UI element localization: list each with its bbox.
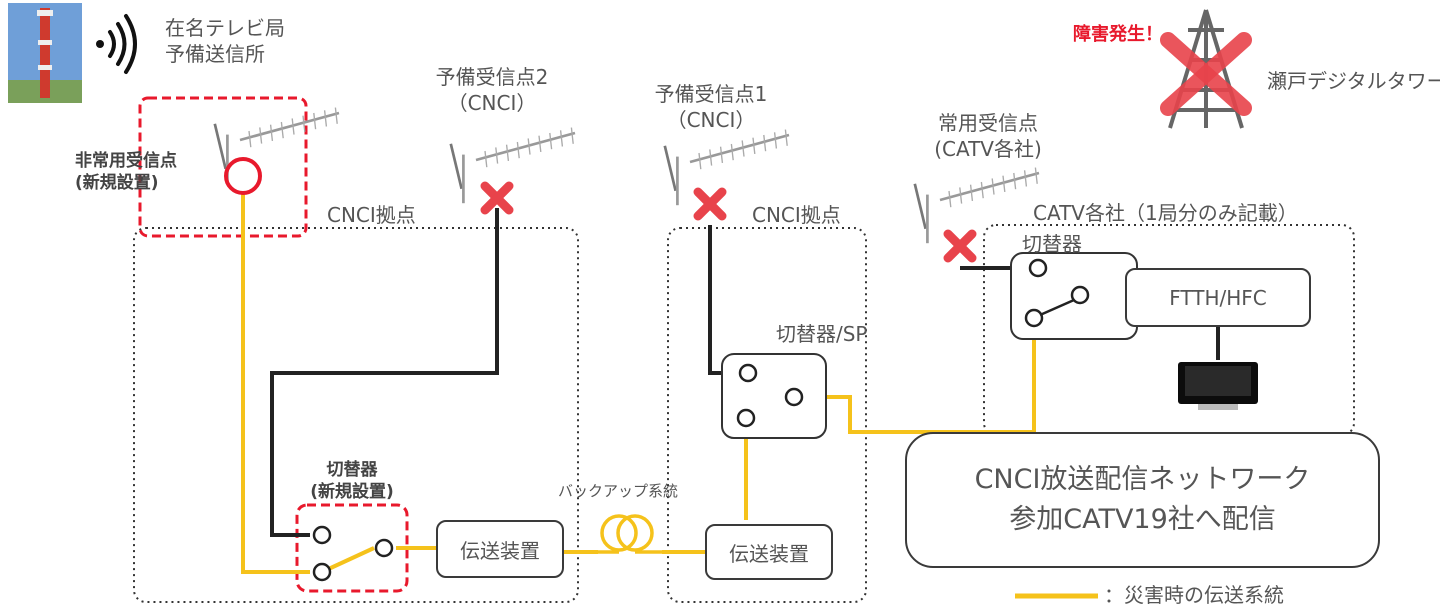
switch-sp-contacts xyxy=(736,363,804,428)
broadcast-signal-icon xyxy=(96,14,137,74)
regular-fail-mark xyxy=(948,234,972,258)
seto-fail-mark xyxy=(1160,32,1252,116)
switch-sp-box xyxy=(721,353,827,439)
transmit-device-left: 伝送装置 xyxy=(436,520,564,578)
backup-line-label: バックアップ系統 xyxy=(558,482,679,500)
transmit-device-right: 伝送装置 xyxy=(705,524,833,580)
new-switch-frame xyxy=(295,503,409,593)
fault-label: 障害発生！ xyxy=(1073,24,1163,45)
zaimei-station-sub: 予備送信所 xyxy=(165,42,265,66)
emergency-receiver-frame xyxy=(138,96,308,238)
seto-tower-label: 瀬戸デジタルタワー xyxy=(1267,69,1440,93)
new-switch-note: (新規設置) xyxy=(310,482,394,502)
cnci-network-box: CNCI放送配信ネットワーク 参加CATV19社へ配信 xyxy=(905,432,1380,568)
catv-site-label: CATV各社（1局分のみ記載） xyxy=(1033,201,1298,225)
cnci-mid-site-label: CNCI拠点 xyxy=(752,203,841,227)
emergency-receiver-name: 非常用受信点 xyxy=(75,151,177,171)
catv-switch-contacts xyxy=(1024,258,1090,328)
backup2-receiver-owner: （CNCI） xyxy=(447,91,537,115)
emergency-receiver-label: 非常用受信点 (新規設置) xyxy=(75,150,177,194)
new-switch-name: 切替器 xyxy=(326,460,378,480)
backup1-fail-mark xyxy=(698,192,722,216)
ftth-hfc-box: FTTH/HFC xyxy=(1125,268,1311,327)
catv-site xyxy=(983,224,1355,436)
backup1-antenna-icon xyxy=(663,128,791,207)
emergency-antenna-icon xyxy=(213,106,341,185)
emergency-receiver-note: (新規設置) xyxy=(75,173,159,193)
cnci-mid-site xyxy=(667,227,867,603)
catv-switch-label: 切替器 xyxy=(1022,232,1082,256)
backup2-fail-mark xyxy=(485,186,509,210)
network-line1: CNCI放送配信ネットワーク xyxy=(974,464,1311,495)
emergency-ok-mark xyxy=(224,157,262,195)
switch-sp-label: 切替器/SP xyxy=(776,322,868,346)
regular-antenna-icon xyxy=(913,166,1041,245)
new-switch-label: 切替器 (新規設置) xyxy=(288,459,416,503)
zaimei-station-name: 在名テレビ局 xyxy=(165,16,285,40)
television-icon xyxy=(1178,362,1258,410)
regular-receiver-label: 常用受信点 (CATV各社) xyxy=(908,110,1068,162)
regular-receiver-name: 常用受信点 xyxy=(938,111,1038,135)
zaimei-tower-icon xyxy=(8,3,82,103)
legend-label: ：災害時の伝送系統 xyxy=(1104,583,1284,607)
backup2-receiver-name: 予備受信点2 xyxy=(435,65,549,89)
backup2-antenna-icon xyxy=(449,126,577,205)
backup1-receiver-owner: （CNCI） xyxy=(666,108,756,132)
backup1-receiver-label: 予備受信点1 （CNCI） xyxy=(636,81,786,133)
cnci-left-site xyxy=(133,227,579,603)
disaster-cables xyxy=(241,192,1036,574)
cnci-left-site-label: CNCI拠点 xyxy=(327,203,416,227)
backup2-receiver-label: 予備受信点2 （CNCI） xyxy=(417,64,567,116)
fiber-coil-icon xyxy=(598,514,662,554)
regular-receiver-owner: (CATV各社) xyxy=(934,137,1042,161)
new-switch-contacts xyxy=(312,525,394,582)
network-line2: 参加CATV19社へ配信 xyxy=(1009,504,1276,535)
backup1-receiver-name: 予備受信点1 xyxy=(654,82,768,106)
zaimei-station-label: 在名テレビ局 予備送信所 xyxy=(165,15,285,67)
